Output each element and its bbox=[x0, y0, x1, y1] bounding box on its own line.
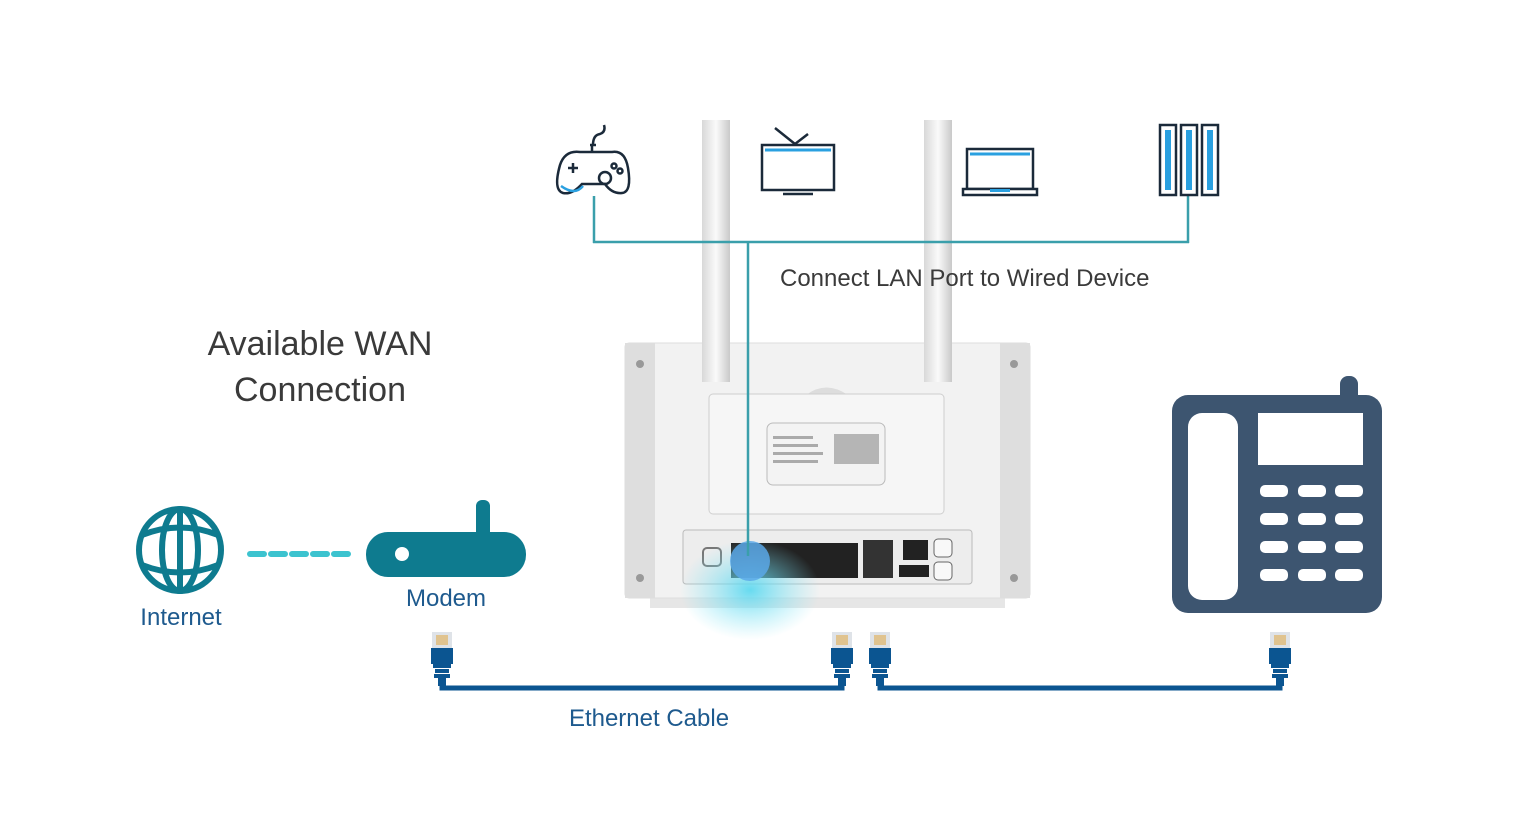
title-line-1: Available WAN bbox=[208, 325, 433, 363]
router-antennas bbox=[702, 120, 952, 382]
lan-port-glow bbox=[680, 540, 820, 640]
router bbox=[624, 340, 1031, 640]
title-line-2: Connection bbox=[234, 371, 406, 409]
ethernet-cable-label: Ethernet Cable bbox=[569, 705, 729, 732]
lan-caption: Connect LAN Port to Wired Device bbox=[780, 265, 1149, 292]
modem-label: Modem bbox=[406, 585, 486, 612]
laptop-icon bbox=[961, 147, 1039, 197]
modem-icon bbox=[366, 500, 526, 577]
gamepad-icon bbox=[555, 124, 631, 195]
lan-port-highlight bbox=[730, 541, 770, 581]
desk-phone-icon bbox=[1172, 376, 1382, 613]
ethernet-cable-right bbox=[869, 632, 1291, 691]
tv-icon bbox=[760, 127, 836, 196]
lan-connection-lines bbox=[592, 196, 1190, 556]
server-rack-icon bbox=[1158, 123, 1220, 197]
ethernet-cable-left bbox=[431, 632, 853, 691]
internet-label: Internet bbox=[140, 604, 222, 631]
globe-icon bbox=[136, 506, 224, 594]
